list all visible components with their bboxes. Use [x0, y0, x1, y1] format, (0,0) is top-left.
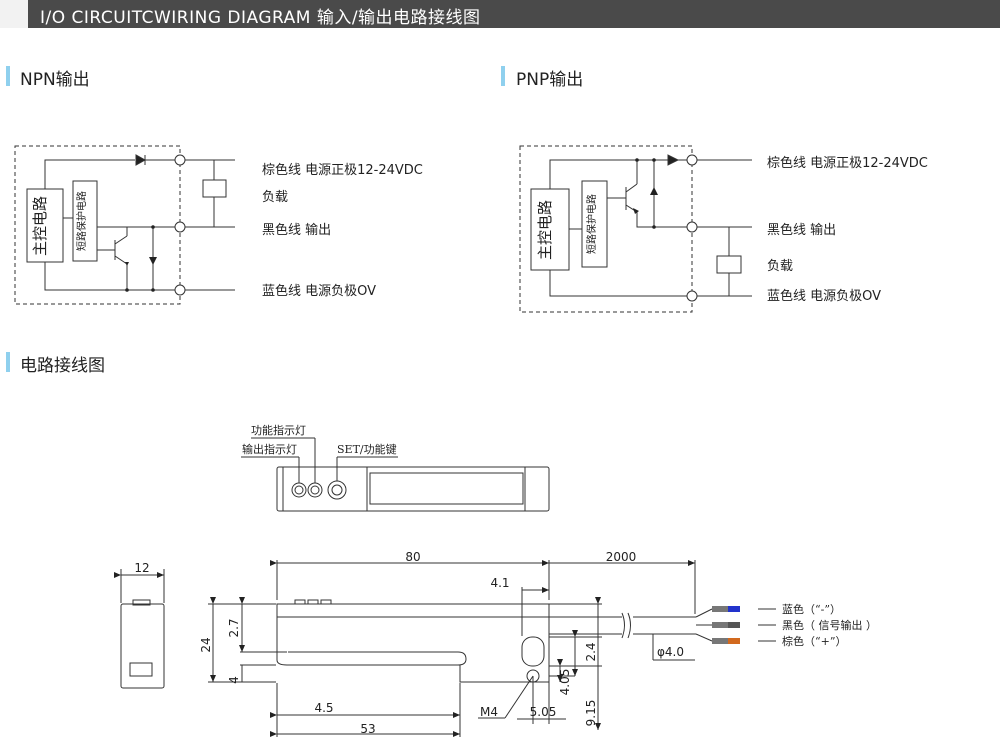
wire-label-blue: 蓝色（“-”） [782, 602, 841, 616]
junction-dot [125, 288, 129, 292]
dim-4-05: 4.05 [558, 669, 572, 696]
dim-height-24: 24 [199, 637, 213, 652]
dim-9-15: 9.15 [584, 700, 598, 727]
dim-length-80: 80 [405, 550, 420, 564]
section-title-wiring: 电路接线图 [20, 356, 105, 376]
pnp-main-circuit-label: 主控电路 [536, 200, 554, 260]
dim-4-5: 4.5 [314, 701, 333, 715]
dim-4-1: 4.1 [490, 576, 509, 590]
wire-end-blue [712, 606, 728, 612]
dim-2-7: 2.7 [227, 618, 241, 637]
wire-tip-brown [728, 638, 740, 644]
header-bar: I/O CIRCUITCWIRING DIAGRAM 输入/输出电路接线图 [0, 0, 1000, 28]
wire-label-brown: 棕色（“+”） [782, 634, 846, 648]
device-top-view [241, 437, 550, 512]
wire-end-brown [712, 638, 728, 644]
wire-tip-black [728, 622, 740, 628]
pnp-protect-circuit-label: 短路保护电路 [585, 194, 598, 254]
npn-black-wire-label: 黑色线 输出 [262, 222, 331, 238]
junction-dot [151, 225, 155, 229]
pnp-zener-icon [650, 187, 658, 195]
section-title-pnp: PNP输出 [516, 70, 584, 90]
wire-tip-blue [728, 606, 740, 612]
dim-cable-2000: 2000 [606, 550, 637, 564]
pnp-blue-wire-label: 蓝色线 电源负极OV [767, 288, 881, 304]
dim-4: 4 [227, 676, 241, 684]
junction-dot [652, 158, 656, 162]
wire-end-black [712, 622, 728, 628]
pnp-load-label: 负载 [767, 259, 793, 274]
dim-width-12: 12 [134, 561, 149, 575]
section-marker [501, 66, 505, 86]
npn-blue-wire-label: 蓝色线 电源负极OV [262, 283, 376, 299]
page-title: I/O CIRCUITCWIRING DIAGRAM 输入/输出电路接线图 [40, 8, 481, 28]
device-end-view [114, 569, 165, 689]
out-led-label: 输出指示灯 [242, 442, 297, 456]
pnp-circuit [519, 145, 752, 313]
pnp-emitter-arrow-icon [633, 208, 639, 214]
wire-label-black: 黑色（ 信号输出 ） [782, 618, 877, 632]
header-accent [0, 0, 28, 28]
dim-2-4: 2.4 [584, 642, 598, 661]
junction-dot [151, 288, 155, 292]
dim-diameter: φ4.0 [657, 645, 684, 659]
npn-brown-wire-label: 棕色线 电源正极12-24VDC [262, 162, 423, 178]
npn-protect-circuit-label: 短路保护电路 [75, 191, 88, 251]
npn-sensor-boundary [14, 145, 181, 305]
pnp-brown-wire-label: 棕色线 电源正极12-24VDC [767, 155, 928, 171]
npn-load-label: 负载 [262, 190, 288, 205]
npn-main-circuit-label: 主控电路 [31, 196, 49, 256]
func-led-label: 功能指示灯 [251, 423, 306, 437]
dim-53: 53 [360, 722, 375, 736]
junction-dot [652, 225, 656, 229]
npn-circuit [14, 145, 235, 305]
device-front-view [208, 560, 713, 737]
section-marker [6, 66, 10, 86]
pnp-black-wire-label: 黑色线 输出 [767, 222, 836, 238]
npn-protect-circuit-box [72, 180, 98, 262]
npn-emitter-arrow-icon [125, 262, 129, 266]
npn-zener-icon [149, 257, 157, 265]
dim-5-05: 5.05 [530, 705, 557, 719]
dim-m4: M4 [480, 705, 498, 719]
section-marker [6, 352, 10, 372]
section-title-npn: NPN输出 [20, 70, 90, 90]
pnp-protect-circuit-box [581, 180, 608, 268]
set-key-label: SET/功能键 [337, 442, 397, 456]
junction-dot [635, 158, 639, 162]
